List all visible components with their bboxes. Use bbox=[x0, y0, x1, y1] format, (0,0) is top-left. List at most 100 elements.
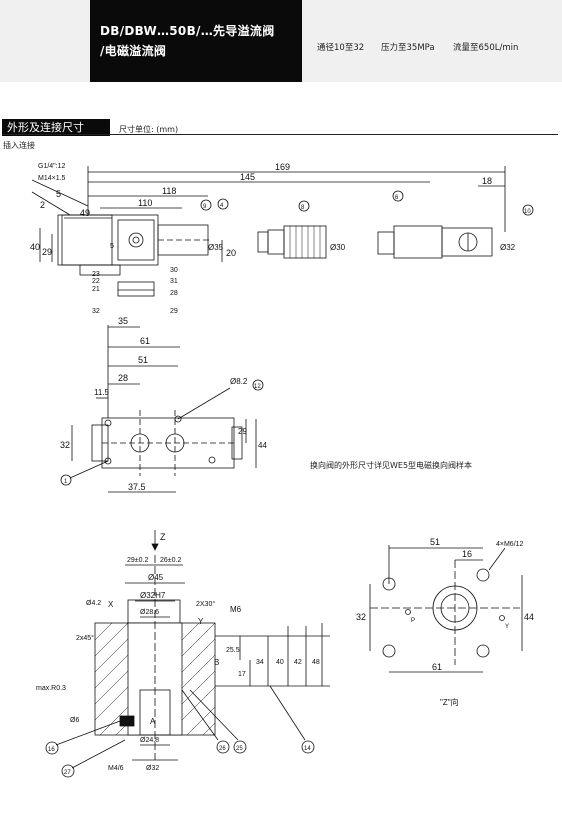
dim-d248: Ø24.8 bbox=[140, 737, 159, 744]
dim-2x30: 2X30° bbox=[196, 600, 215, 608]
callout-26-num: 26 bbox=[219, 746, 226, 752]
label-32: 32 bbox=[92, 308, 100, 315]
drawing-top-view: 35 61 51 28 11.5 Ø8.2 32 29 44 37.5 12 1 bbox=[60, 316, 267, 493]
dim-29-02: 29±0.2 bbox=[127, 557, 148, 564]
section-title: 外形及连接尺寸 bbox=[2, 119, 110, 136]
callout-14 bbox=[301, 740, 315, 754]
callout-10-num: 10 bbox=[524, 209, 531, 215]
dim-32: 32 bbox=[60, 440, 70, 450]
callout-1-num: 1 bbox=[64, 479, 68, 485]
bolt-hole-4 bbox=[208, 456, 216, 464]
callout-25-num: 25 bbox=[236, 746, 243, 752]
label-2x45-top: 2x45° bbox=[76, 634, 94, 642]
drawing-side-view: 169 145 118 110 49 5 2 40 29 20 Ø35 Ø30 … bbox=[30, 162, 534, 315]
label-22: 22 bbox=[92, 278, 100, 285]
dim-115: 11.5 bbox=[94, 388, 110, 397]
dim-42: 42 bbox=[294, 659, 302, 666]
callout-4-num: 4 bbox=[220, 203, 224, 209]
dim-d6: Ø6 bbox=[70, 717, 79, 724]
dim-26-02: 26±0.2 bbox=[160, 557, 181, 564]
callout-9 bbox=[200, 199, 212, 211]
dim-32z: 32 bbox=[356, 612, 366, 622]
dim-d32: Ø32 bbox=[500, 243, 516, 252]
dim-145: 145 bbox=[240, 172, 255, 182]
title-line-1: DB/DBW…50B/…先导溢流阀 bbox=[100, 24, 275, 38]
port-p-hole bbox=[405, 609, 411, 615]
sub-body bbox=[117, 281, 155, 297]
dim-118: 118 bbox=[162, 186, 176, 196]
label-23: 23 bbox=[92, 271, 100, 278]
callout-14-num: 14 bbox=[304, 746, 311, 752]
drawing-z-view: 51 16 32 44 61 4×M6/12 "Z"向 P Y bbox=[356, 537, 534, 707]
callout-8 bbox=[298, 200, 310, 212]
dim-d30: Ø30 bbox=[330, 243, 346, 252]
dim-35: 35 bbox=[118, 316, 128, 326]
valve-body-section bbox=[61, 214, 113, 266]
spec-flow: 流量至650L/min bbox=[453, 43, 519, 53]
dim-51: 51 bbox=[138, 355, 148, 365]
dim-29v: 29 bbox=[238, 427, 247, 436]
port-inner bbox=[132, 236, 140, 244]
lock-body bbox=[393, 225, 443, 259]
label-b: B bbox=[214, 658, 219, 667]
dim-29: 29 bbox=[42, 247, 52, 257]
dim-m46: M4/6 bbox=[108, 765, 124, 772]
dim-44: 44 bbox=[258, 441, 267, 450]
callout-27-num: 27 bbox=[64, 770, 71, 776]
title-line-2: /电磁溢流阀 bbox=[100, 44, 167, 58]
knob-knurl bbox=[289, 226, 321, 258]
label-a: A bbox=[150, 717, 156, 726]
label-p: P bbox=[411, 618, 415, 624]
unit-note: 尺寸单位: (mm) bbox=[119, 125, 179, 134]
knob-collar bbox=[267, 229, 285, 255]
dim-28: 28 bbox=[118, 373, 128, 383]
dim-d35: Ø35 bbox=[208, 243, 224, 252]
dim-5: 5 bbox=[56, 189, 61, 199]
mount-hole-bl bbox=[382, 644, 396, 658]
leader-1 bbox=[69, 460, 109, 479]
dim-17: 17 bbox=[238, 671, 246, 678]
callout-8-num: 8 bbox=[301, 205, 305, 211]
z-arrowhead bbox=[151, 543, 159, 551]
leader-4xm6 bbox=[488, 547, 506, 571]
dim-d82: Ø8.2 bbox=[230, 377, 248, 386]
dim-40b: 40 bbox=[276, 659, 284, 666]
label-31: 31 bbox=[170, 278, 178, 285]
callout-26 bbox=[216, 740, 230, 754]
dim-d32b: Ø32 bbox=[146, 765, 159, 772]
dim-375: 37.5 bbox=[128, 482, 146, 492]
port-y-hole bbox=[499, 615, 505, 621]
dim-d286: Ø28.6 bbox=[140, 609, 159, 616]
callout-10 bbox=[522, 204, 534, 216]
title-box: DB/DBW…50B/…先导溢流阀 /电磁溢流阀 bbox=[90, 0, 302, 82]
section-rule bbox=[2, 134, 558, 135]
label-30: 30 bbox=[170, 267, 178, 274]
dim-61: 61 bbox=[140, 336, 150, 346]
lock-cap bbox=[377, 231, 395, 255]
dim-5b: 5 bbox=[110, 243, 114, 250]
callout-12 bbox=[252, 379, 264, 391]
leader-26 bbox=[181, 689, 219, 741]
spec-size: 通径10至32 bbox=[317, 43, 365, 53]
pilot-stem bbox=[157, 224, 209, 256]
label-g14: G1/4":12 bbox=[38, 163, 65, 170]
dim-d32h7: Ø32H7 bbox=[140, 591, 166, 600]
callout-27 bbox=[61, 764, 75, 778]
dim-110: 110 bbox=[138, 198, 152, 208]
leader-25 bbox=[189, 689, 239, 741]
dim-34: 34 bbox=[256, 659, 264, 666]
leader-g14 bbox=[31, 179, 89, 207]
label-29: 29 bbox=[170, 308, 178, 315]
dim-51z: 51 bbox=[430, 537, 440, 547]
callout-9-num: 9 bbox=[203, 204, 207, 210]
label-y-port: Y bbox=[505, 624, 509, 630]
label-m14: M14×1.5 bbox=[38, 175, 66, 182]
drawing-section-view: Z 29±0.2 26±0.2 Ø45 Ø32H7 Ø28.6 Ø4.2 2X3… bbox=[36, 530, 330, 778]
section-hatching bbox=[94, 622, 216, 736]
leader-d82 bbox=[177, 387, 231, 420]
section-plug bbox=[119, 715, 135, 727]
dim-d42: Ø4.2 bbox=[86, 600, 101, 607]
knob-grip bbox=[283, 225, 327, 259]
callout-4 bbox=[217, 198, 229, 210]
